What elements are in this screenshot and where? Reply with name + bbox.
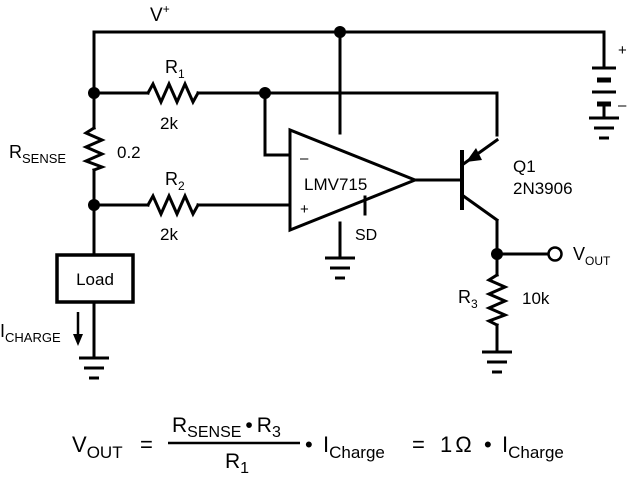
r1-value: 2k (160, 114, 178, 133)
equation-dot-2: • (484, 432, 492, 457)
rsense-value: 0.2 (117, 143, 141, 162)
equation-current-2: ICharge (502, 432, 564, 462)
junction-dot (334, 26, 346, 38)
opamp-symbol (288, 127, 420, 233)
opamp-part-label: LMV715 (304, 175, 367, 194)
vout-label: VOUT (573, 244, 611, 268)
shutdown-label: SD (355, 227, 377, 244)
charge-current-label: ICHARGE (0, 321, 61, 345)
charge-current-arrow-icon (73, 312, 83, 346)
equation-numerator: RSENSE•R3 (172, 414, 281, 441)
junction-dot (491, 248, 503, 260)
battery-plus-label: + (618, 42, 627, 59)
transistor-ref: Q1 (513, 157, 536, 176)
rsense-label: RSENSE (9, 142, 66, 166)
opamp-minus-label: – (300, 150, 309, 167)
r3-value: 10k (522, 289, 550, 308)
equation-lhs: VOUT (72, 432, 123, 462)
pnp-transistor-symbol (459, 137, 500, 223)
load-label: Load (76, 270, 114, 289)
equation-equals: = (140, 432, 153, 457)
ground-icon (482, 350, 512, 374)
opamp-plus-label: + (300, 201, 309, 218)
rsense-resistor-symbol (82, 125, 107, 172)
ground-icon (325, 256, 355, 280)
r2-value: 2k (160, 225, 178, 244)
equation-current: ICharge (323, 432, 385, 462)
battery-icon (592, 66, 616, 118)
junction-dot (88, 199, 100, 211)
ground-icon (589, 116, 619, 140)
transistor-part: 2N3906 (513, 179, 573, 198)
r2-resistor-symbol (145, 192, 201, 218)
r3-label: R3 (458, 287, 478, 311)
equation-equals-2: = (412, 432, 425, 457)
r1-resistor-symbol (145, 80, 201, 106)
r1-label: R1 (165, 57, 185, 81)
junction-dot (88, 87, 100, 99)
junction-dot (259, 87, 271, 99)
ground-icon (79, 356, 109, 380)
equation-dot: • (305, 432, 313, 457)
load-box (55, 253, 135, 304)
junction-dots (88, 26, 503, 260)
vout-terminal-icon (547, 246, 563, 262)
equation-denominator: R1 (225, 450, 249, 477)
battery-minus-label: – (618, 97, 627, 114)
r3-resistor-symbol (485, 272, 509, 328)
supply-label: V+ (150, 2, 170, 26)
r2-label: R2 (165, 169, 185, 193)
